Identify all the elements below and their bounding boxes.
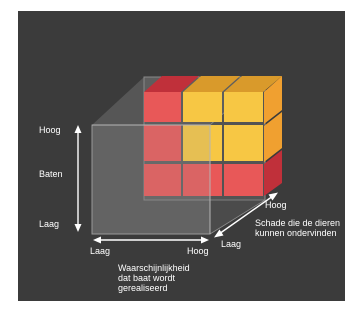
dark-background-panel	[18, 11, 345, 301]
x-axis-arrowhead-left	[93, 236, 101, 244]
front-cell-r2-c1	[144, 125, 181, 161]
y-axis-title: Baten	[39, 169, 63, 179]
front-cell-r1-c2	[183, 92, 222, 122]
x-axis-low-label: Laag	[90, 246, 111, 256]
top-cell-orange-1	[183, 76, 240, 92]
top-cell-orange-2	[224, 76, 282, 92]
x-axis-high-label: Hoog	[187, 246, 209, 256]
x-axis-title: Waarschijnlijkheid dat baat wordt gereal…	[118, 263, 190, 293]
right-cell-r2	[264, 112, 282, 162]
y-axis-arrowhead-bottom	[74, 224, 82, 232]
y-axis-arrowhead-top	[74, 125, 82, 133]
front-cell-r2-c3	[224, 125, 263, 161]
right-cell-r1	[264, 76, 282, 124]
z-axis-high-label: Hoog	[265, 200, 287, 210]
x-axis-arrowhead-right	[201, 236, 209, 244]
front-cell-r3-c3	[224, 164, 263, 196]
glass-front-overlay	[92, 125, 210, 234]
front-cell-r1-c3	[224, 92, 263, 122]
front-cell-r1-c1	[144, 92, 181, 122]
y-axis-low-label: Laag	[39, 219, 60, 229]
front-cell-r3-c1	[144, 164, 181, 196]
right-cell-r3	[264, 150, 282, 196]
top-cell-dark-red	[144, 76, 199, 92]
y-axis-high-label: Hoog	[39, 125, 61, 135]
z-axis-title: Schade die de dieren kunnen ondervinden	[255, 218, 341, 238]
z-axis-arrow	[218, 195, 274, 235]
front-cell-r3-c2	[183, 164, 222, 196]
front-cell-r2-c2	[183, 125, 222, 161]
z-axis-low-label: Laag	[221, 239, 242, 249]
z-axis-arrowhead-top	[268, 192, 278, 201]
z-axis-arrowhead-bottom	[214, 229, 224, 238]
